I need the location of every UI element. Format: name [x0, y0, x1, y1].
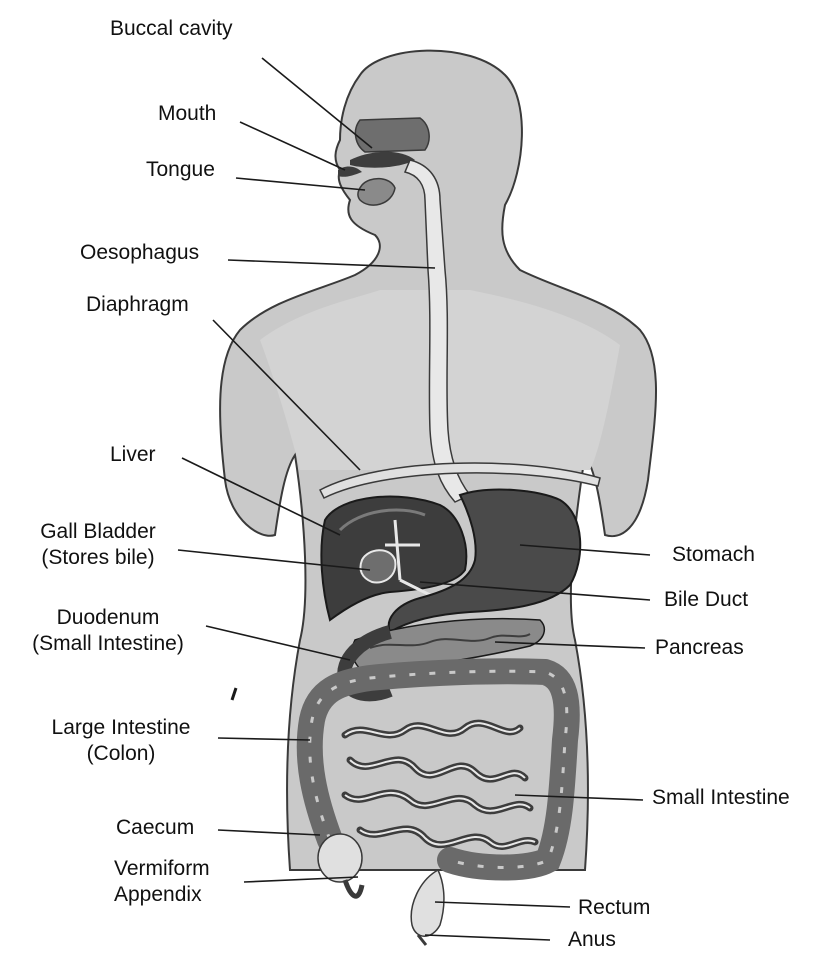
- label-bile-duct: Bile Duct: [664, 587, 748, 613]
- stray-mark: [232, 688, 236, 700]
- label-pancreas: Pancreas: [655, 635, 744, 661]
- buccal-cavity: [355, 118, 429, 152]
- label-stomach: Stomach: [672, 542, 755, 568]
- label-gall-bladder-line1: Gall Bladder: [22, 519, 174, 545]
- label-duodenum-line1: Duodenum: [10, 605, 206, 631]
- label-anus: Anus: [568, 927, 616, 953]
- label-vermiform-appendix: Vermiform Appendix: [114, 856, 210, 908]
- label-liver: Liver: [110, 442, 156, 468]
- label-duodenum-line2: (Small Intestine): [10, 631, 206, 657]
- leader-rectum: [435, 902, 570, 907]
- label-caecum: Caecum: [116, 815, 194, 841]
- label-large-intestine: Large Intestine (Colon): [30, 715, 212, 767]
- label-oesophagus: Oesophagus: [80, 240, 199, 266]
- label-rectum: Rectum: [578, 895, 650, 921]
- label-buccal-cavity: Buccal cavity: [110, 16, 233, 42]
- label-mouth: Mouth: [158, 101, 216, 127]
- leader-anus: [425, 935, 550, 940]
- label-small-intestine: Small Intestine: [652, 785, 790, 811]
- label-large-intestine-line2: (Colon): [30, 741, 212, 767]
- label-gall-bladder-line2: (Stores bile): [22, 545, 174, 571]
- label-vermiform-line2: Appendix: [114, 882, 210, 908]
- leader-mouth: [240, 122, 345, 170]
- vermiform-appendix: [345, 880, 362, 896]
- rectum: [411, 870, 444, 936]
- label-diaphragm: Diaphragm: [86, 292, 189, 318]
- label-large-intestine-line1: Large Intestine: [30, 715, 212, 741]
- label-duodenum: Duodenum (Small Intestine): [10, 605, 206, 657]
- gall-bladder: [360, 550, 395, 582]
- caecum: [318, 834, 362, 882]
- label-gall-bladder: Gall Bladder (Stores bile): [22, 519, 174, 571]
- label-vermiform-line1: Vermiform: [114, 856, 210, 882]
- label-tongue: Tongue: [146, 157, 215, 183]
